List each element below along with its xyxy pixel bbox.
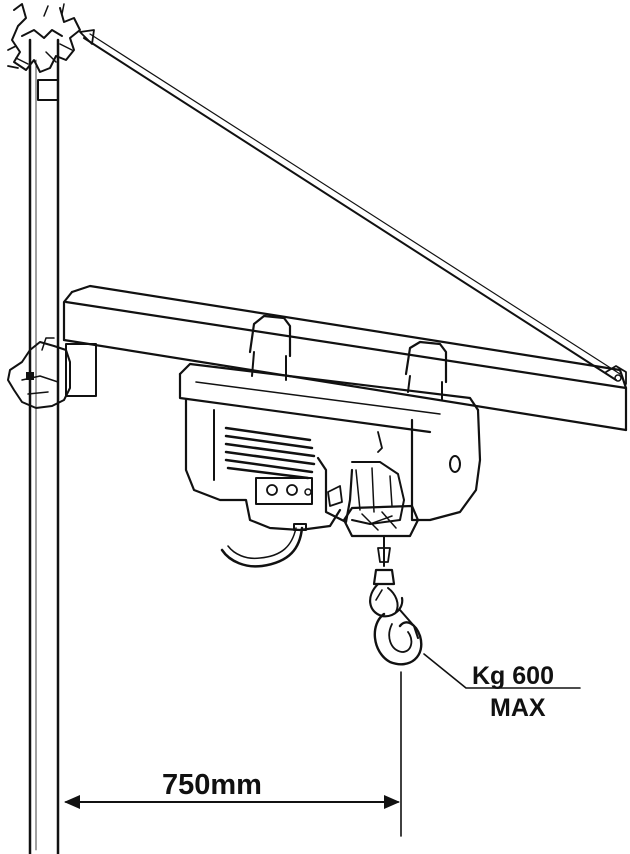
motor-fins [224, 426, 316, 480]
middle-clamp [7, 337, 97, 409]
dimension-arrow-right [384, 795, 400, 809]
tie-rod [79, 29, 621, 381]
dimension-label: 750mm [162, 769, 262, 801]
top-clamp [7, 3, 81, 101]
load-label-leader [423, 653, 581, 689]
hoist-body [178, 362, 482, 538]
mast [28, 38, 60, 854]
trolley-saddles [248, 314, 448, 401]
load-label-capacity: Kg 600 [472, 662, 554, 690]
power-cable [220, 523, 307, 568]
hook-assembly [369, 535, 423, 666]
dimension-arrow-left [64, 795, 80, 809]
dimension-line [64, 795, 400, 809]
load-label-max: MAX [490, 694, 546, 722]
boom-arm [62, 284, 628, 432]
